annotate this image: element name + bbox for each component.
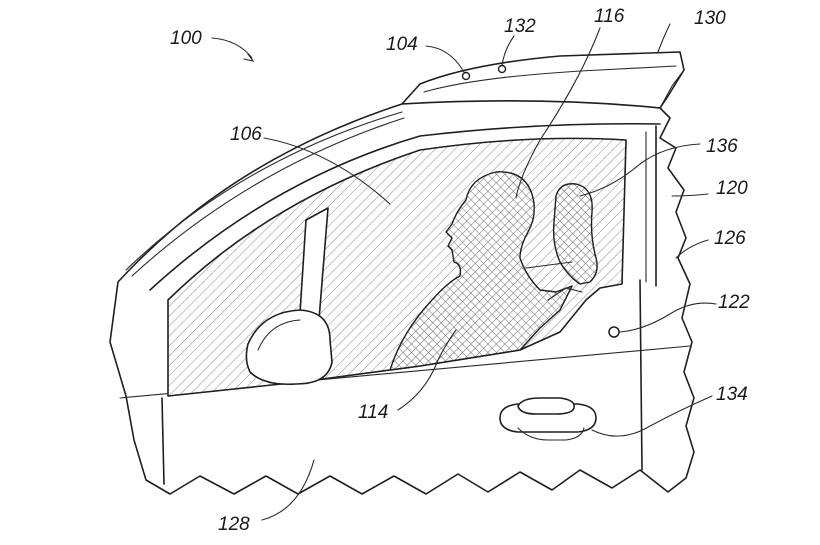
headrest-136 — [525, 183, 598, 301]
label-132: 132 — [504, 16, 536, 37]
leader-lines — [211, 23, 717, 521]
occupant-114 — [389, 171, 573, 371]
label-130: 130 — [694, 8, 726, 29]
side-mirror — [245, 309, 333, 386]
sensor-132 — [497, 64, 507, 74]
label-116: 116 — [594, 6, 625, 27]
roof-sensor-housing — [401, 51, 685, 109]
label-126: 126 — [714, 228, 746, 249]
label-136: 136 — [706, 136, 738, 157]
sensor-104 — [461, 71, 471, 81]
reference-labels: 100 104 132 116 130 106 136 120 126 122 … — [170, 6, 750, 535]
door-handle-134 — [499, 397, 597, 441]
label-100: 100 — [170, 28, 202, 49]
label-104: 104 — [386, 34, 418, 55]
door-sensor-122 — [608, 326, 620, 338]
label-106: 106 — [230, 124, 262, 145]
label-114: 114 — [358, 402, 388, 423]
label-120: 120 — [716, 178, 748, 199]
label-128: 128 — [218, 514, 250, 535]
label-122: 122 — [718, 292, 750, 313]
label-134: 134 — [716, 384, 748, 405]
